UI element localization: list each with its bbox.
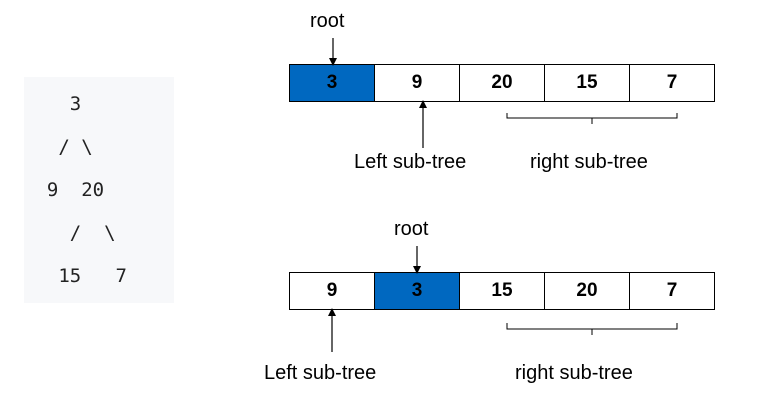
tree-line: / \: [24, 222, 116, 244]
array-cell: 7: [629, 64, 715, 102]
tree-line: 15 7: [24, 265, 127, 287]
array-cell: 15: [459, 272, 545, 310]
right-subtree-label: right sub-tree: [530, 151, 648, 173]
root-label: root: [394, 218, 429, 240]
right-subtree-label: right sub-tree: [515, 362, 633, 384]
array-cell: 20: [459, 64, 545, 102]
right-subtree-brace: [506, 113, 678, 124]
tree-line: 3: [24, 93, 82, 115]
left-subtree-label: Left sub-tree: [354, 151, 467, 173]
right-subtree-brace: [506, 323, 678, 335]
array-cell: 15: [544, 64, 630, 102]
tree-panel: 3 / \ 9 20 / \ 15 7: [24, 77, 174, 303]
inorder-array: 9 3 15 20 7: [289, 272, 715, 310]
tree-line: 9 20: [24, 179, 105, 201]
root-label: root: [310, 10, 345, 32]
tree-line: / \: [24, 136, 93, 158]
left-subtree-label: Left sub-tree: [264, 362, 377, 384]
array-cell: 7: [629, 272, 715, 310]
preorder-array: 3 9 20 15 7: [289, 64, 715, 102]
array-cell: 9: [374, 64, 460, 102]
